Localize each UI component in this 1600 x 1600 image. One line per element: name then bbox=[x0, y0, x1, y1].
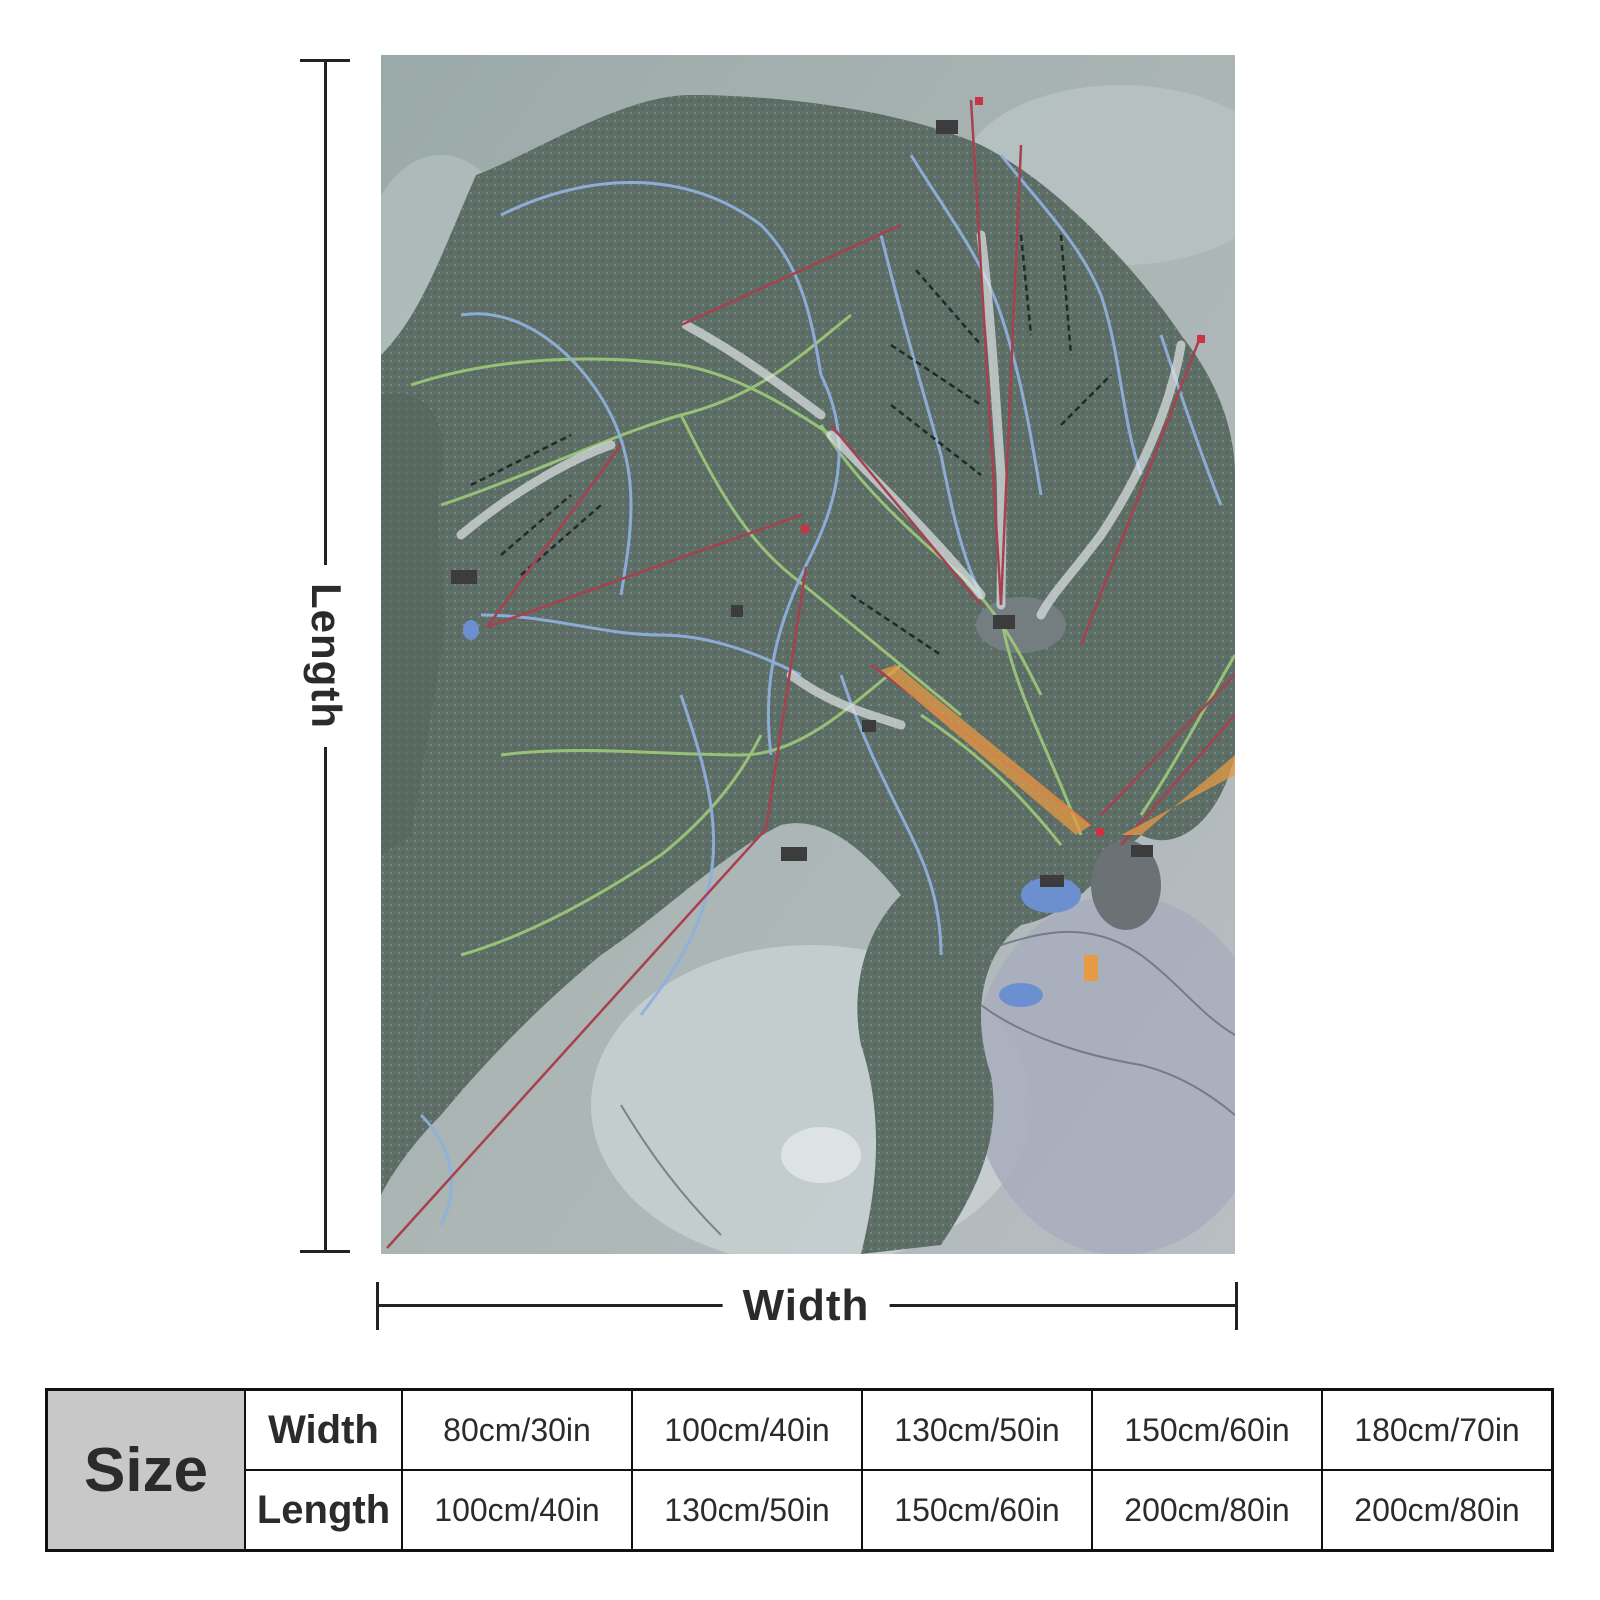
width-cell: 100cm/40in bbox=[631, 1388, 863, 1471]
width-cell: 150cm/60in bbox=[1091, 1388, 1323, 1471]
trail-map-illustration bbox=[381, 55, 1235, 1254]
roads bbox=[416, 930, 1235, 1236]
size-row-length: Length 100cm/40in 130cm/50in 150cm/60in … bbox=[47, 1469, 1554, 1552]
width-cell: 130cm/50in bbox=[861, 1388, 1093, 1471]
length-cell: 130cm/50in bbox=[631, 1469, 863, 1552]
size-chart-table: Size Width 80cm/30in 100cm/40in 130cm/50… bbox=[45, 1388, 1554, 1552]
size-header: Size bbox=[45, 1388, 246, 1552]
length-cell: 150cm/60in bbox=[861, 1469, 1093, 1552]
length-cell: 100cm/40in bbox=[401, 1469, 633, 1552]
length-cell: 200cm/80in bbox=[1321, 1469, 1554, 1552]
product-image-trail-map bbox=[381, 55, 1235, 1254]
groomed-runs bbox=[456, 230, 1186, 730]
facility-icons bbox=[451, 120, 1153, 887]
width-cell: 180cm/70in bbox=[1321, 1388, 1554, 1471]
orange-zones bbox=[881, 665, 1235, 835]
green-trails bbox=[410, 313, 1235, 957]
width-tick-left bbox=[376, 1282, 379, 1330]
length-label: Length bbox=[296, 565, 356, 747]
summit-markers bbox=[801, 97, 1205, 836]
size-row-width: Size Width 80cm/30in 100cm/40in 130cm/50… bbox=[45, 1388, 1554, 1552]
width-label: Width bbox=[722, 1277, 890, 1335]
width-cell: 80cm/30in bbox=[401, 1388, 633, 1471]
blue-trails bbox=[419, 154, 1223, 1226]
width-tick-right bbox=[1235, 1282, 1238, 1330]
length-cell: 200cm/80in bbox=[1091, 1469, 1323, 1552]
length-tick-bottom bbox=[300, 1250, 350, 1253]
row-label-width: Width bbox=[244, 1388, 403, 1471]
row-label-length: Length bbox=[244, 1469, 403, 1552]
expert-trails bbox=[470, 234, 1112, 657]
length-tick-top bbox=[300, 59, 350, 62]
